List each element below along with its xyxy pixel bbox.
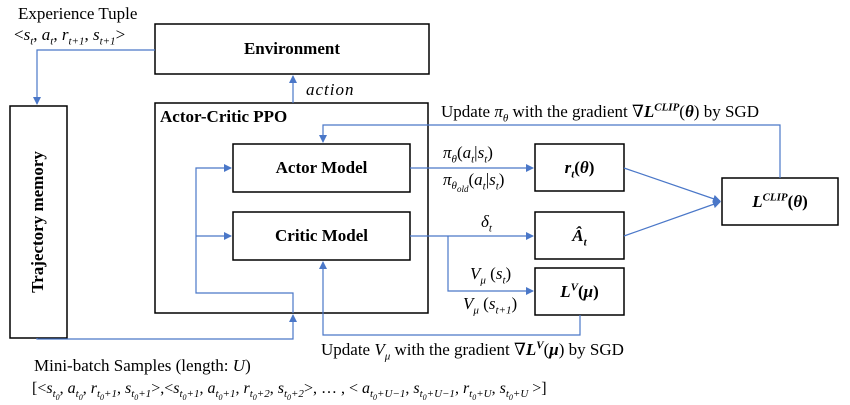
minibatch-sequence: [<st0, at0, rt0+1, st0+1>,<st0+1, at0+1,… [32,380,547,403]
delta-label: δt [481,212,492,235]
pi-theta-label: πθ(at|st) [443,143,493,166]
critic-model-label: Critic Model [275,226,368,245]
actor-model-label: Actor Model [275,158,368,177]
clip-loss-box [721,177,839,226]
trajectory-memory-label: Trajectory memory [28,151,47,293]
v-st-label: Vμ (st) [470,264,512,287]
inner-feed-line [195,164,294,313]
experience-tuple-title: Experience Tuple [18,4,138,23]
trajectory-memory-box [9,105,68,339]
value-loss-label: LV(μ) [560,280,599,301]
value-update-label: Update Vμ with the gradient ∇LV(μ) by SG… [321,339,624,363]
critic-to-valueloss-arrow [447,236,534,295]
advantage-box [534,211,625,260]
environment-box [154,23,430,75]
value-update-arrow [319,261,581,336]
ratio-to-clip-arrow [623,167,721,203]
actor-critic-box [154,102,429,314]
environment-label: Environment [243,39,341,58]
critic-model-box [232,211,411,261]
advantage-to-clip-arrow [623,200,721,237]
actor-critic-title: Actor-Critic PPO [160,107,288,126]
advantage-label: Ât [572,225,587,248]
minibatch-title: Mini-batch Samples (length: U) [34,356,251,375]
pi-theta-old-label: πθold(at|st) [443,170,505,195]
v-st1-label: Vμ (st+1) [463,294,518,317]
policy-update-label: Update πθ with the gradient ∇LCLIP(θ) by… [441,101,759,125]
policy-update-arrow [319,124,781,178]
minibatch-arrow [36,314,297,340]
ratio-box [534,143,625,192]
experience-tuple-formula: <st, at, rt+1, st+1> [14,25,126,48]
value-loss-box [534,267,625,316]
ratio-label: rt(θ) [564,157,595,180]
clip-loss-label: LCLIP(θ) [752,190,808,211]
env-to-memory-arrow [33,49,155,105]
action-label: action [306,80,355,99]
